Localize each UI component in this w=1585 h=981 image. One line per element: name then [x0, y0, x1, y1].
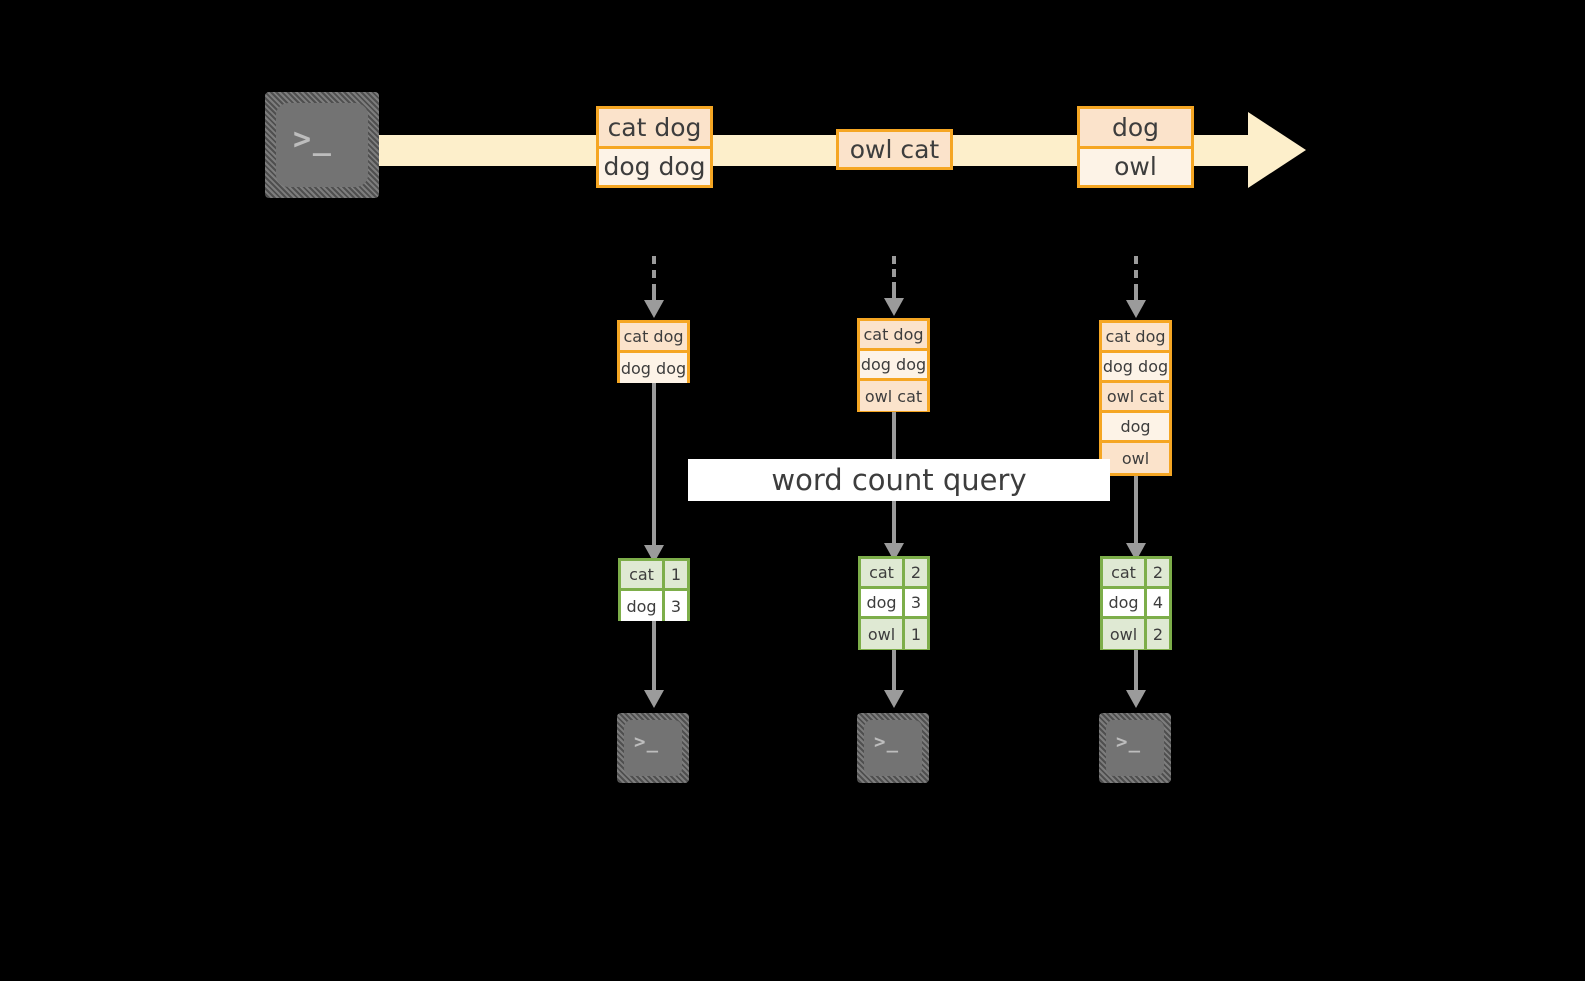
- connector-arrow-head-2-icon: [884, 298, 904, 316]
- result-row: cat 2: [1103, 559, 1169, 589]
- result-word: cat: [621, 561, 665, 588]
- message-line: cat dog: [599, 109, 710, 149]
- stream-message-3: dog owl: [1077, 106, 1194, 188]
- result-row: dog 4: [1103, 589, 1169, 619]
- result-word: owl: [1103, 619, 1147, 649]
- result-count: 2: [1147, 619, 1169, 649]
- query-banner-label: word count query: [771, 463, 1027, 497]
- message-line: owl cat: [839, 132, 950, 167]
- message-line: dog dog: [599, 148, 710, 185]
- result-count: 1: [665, 561, 687, 588]
- connector-arrow-head-1-icon: [644, 300, 664, 318]
- connector-arrow-head-3-icon: [1126, 300, 1146, 318]
- terminal-prompt-label: >_: [1116, 731, 1142, 753]
- result-word: dog: [1103, 589, 1147, 616]
- result-row: cat 2: [861, 559, 927, 589]
- result-word: owl: [861, 619, 905, 649]
- connector-dashed-1: [652, 256, 656, 292]
- connector-stem-2: [892, 286, 896, 308]
- result-count: 3: [665, 591, 687, 621]
- terminal-screen: [276, 103, 368, 187]
- snapshot-line: dog dog: [1102, 353, 1169, 383]
- output-stem-2: [892, 650, 896, 701]
- query-banner: word count query: [688, 459, 1110, 501]
- result-word: dog: [621, 591, 665, 621]
- result-row: cat 1: [621, 561, 687, 591]
- snapshot-line: owl: [1102, 443, 1169, 473]
- result-word: cat: [1103, 559, 1147, 586]
- consumer-terminal-icon-2: >_: [857, 713, 929, 783]
- output-arrow-head-1-icon: [644, 690, 664, 708]
- result-word: dog: [861, 589, 905, 616]
- output-arrow-head-2-icon: [884, 690, 904, 708]
- query-stem-1: [652, 383, 656, 559]
- terminal-screen: [864, 720, 922, 776]
- terminal-prompt-label: >_: [874, 731, 900, 753]
- query-stem-3: [1134, 476, 1138, 557]
- terminal-prompt-label: >_: [293, 122, 333, 157]
- terminal-screen: [624, 720, 682, 776]
- message-line: dog: [1080, 109, 1191, 149]
- result-word: cat: [861, 559, 905, 586]
- result-row: owl 2: [1103, 619, 1169, 649]
- connector-stem-3: [1134, 288, 1138, 310]
- result-count: 4: [1147, 589, 1169, 616]
- output-stem-1: [652, 621, 656, 701]
- message-line: owl: [1080, 148, 1191, 185]
- snapshot-line: cat dog: [620, 323, 687, 353]
- producer-terminal-icon: >_: [265, 92, 379, 198]
- terminal-prompt-label: >_: [634, 731, 660, 753]
- stream-arrow-head-icon: [1248, 112, 1306, 188]
- stream-message-2: owl cat: [836, 129, 953, 170]
- consumer-terminal-icon-1: >_: [617, 713, 689, 783]
- result-table-1: cat 1 dog 3: [618, 558, 690, 621]
- result-row: dog 3: [621, 591, 687, 621]
- output-arrow-head-3-icon: [1126, 690, 1146, 708]
- connector-dashed-3: [1134, 256, 1138, 292]
- snapshot-line: dog dog: [860, 351, 927, 381]
- result-count: 3: [905, 589, 927, 616]
- snapshot-line: owl cat: [860, 381, 927, 411]
- result-row: owl 1: [861, 619, 927, 649]
- snapshot-line: cat dog: [860, 321, 927, 351]
- output-stem-3: [1134, 650, 1138, 701]
- snapshot-table-3: cat dog dog dog owl cat dog owl: [1099, 320, 1172, 476]
- snapshot-line: dog: [1102, 413, 1169, 443]
- snapshot-line: cat dog: [1102, 323, 1169, 353]
- result-table-2: cat 2 dog 3 owl 1: [858, 556, 930, 650]
- result-table-3: cat 2 dog 4 owl 2: [1100, 556, 1172, 650]
- connector-dashed-2: [892, 256, 896, 290]
- snapshot-line: dog dog: [620, 353, 687, 383]
- connector-stem-1: [652, 288, 656, 310]
- snapshot-table-1: cat dog dog dog: [617, 320, 690, 383]
- result-count: 2: [1147, 559, 1169, 586]
- result-count: 1: [905, 619, 927, 649]
- consumer-terminal-icon-3: >_: [1099, 713, 1171, 783]
- snapshot-table-2: cat dog dog dog owl cat: [857, 318, 930, 412]
- result-row: dog 3: [861, 589, 927, 619]
- stream-message-1: cat dog dog dog: [596, 106, 713, 188]
- result-count: 2: [905, 559, 927, 586]
- snapshot-line: owl cat: [1102, 383, 1169, 413]
- terminal-screen: [1106, 720, 1164, 776]
